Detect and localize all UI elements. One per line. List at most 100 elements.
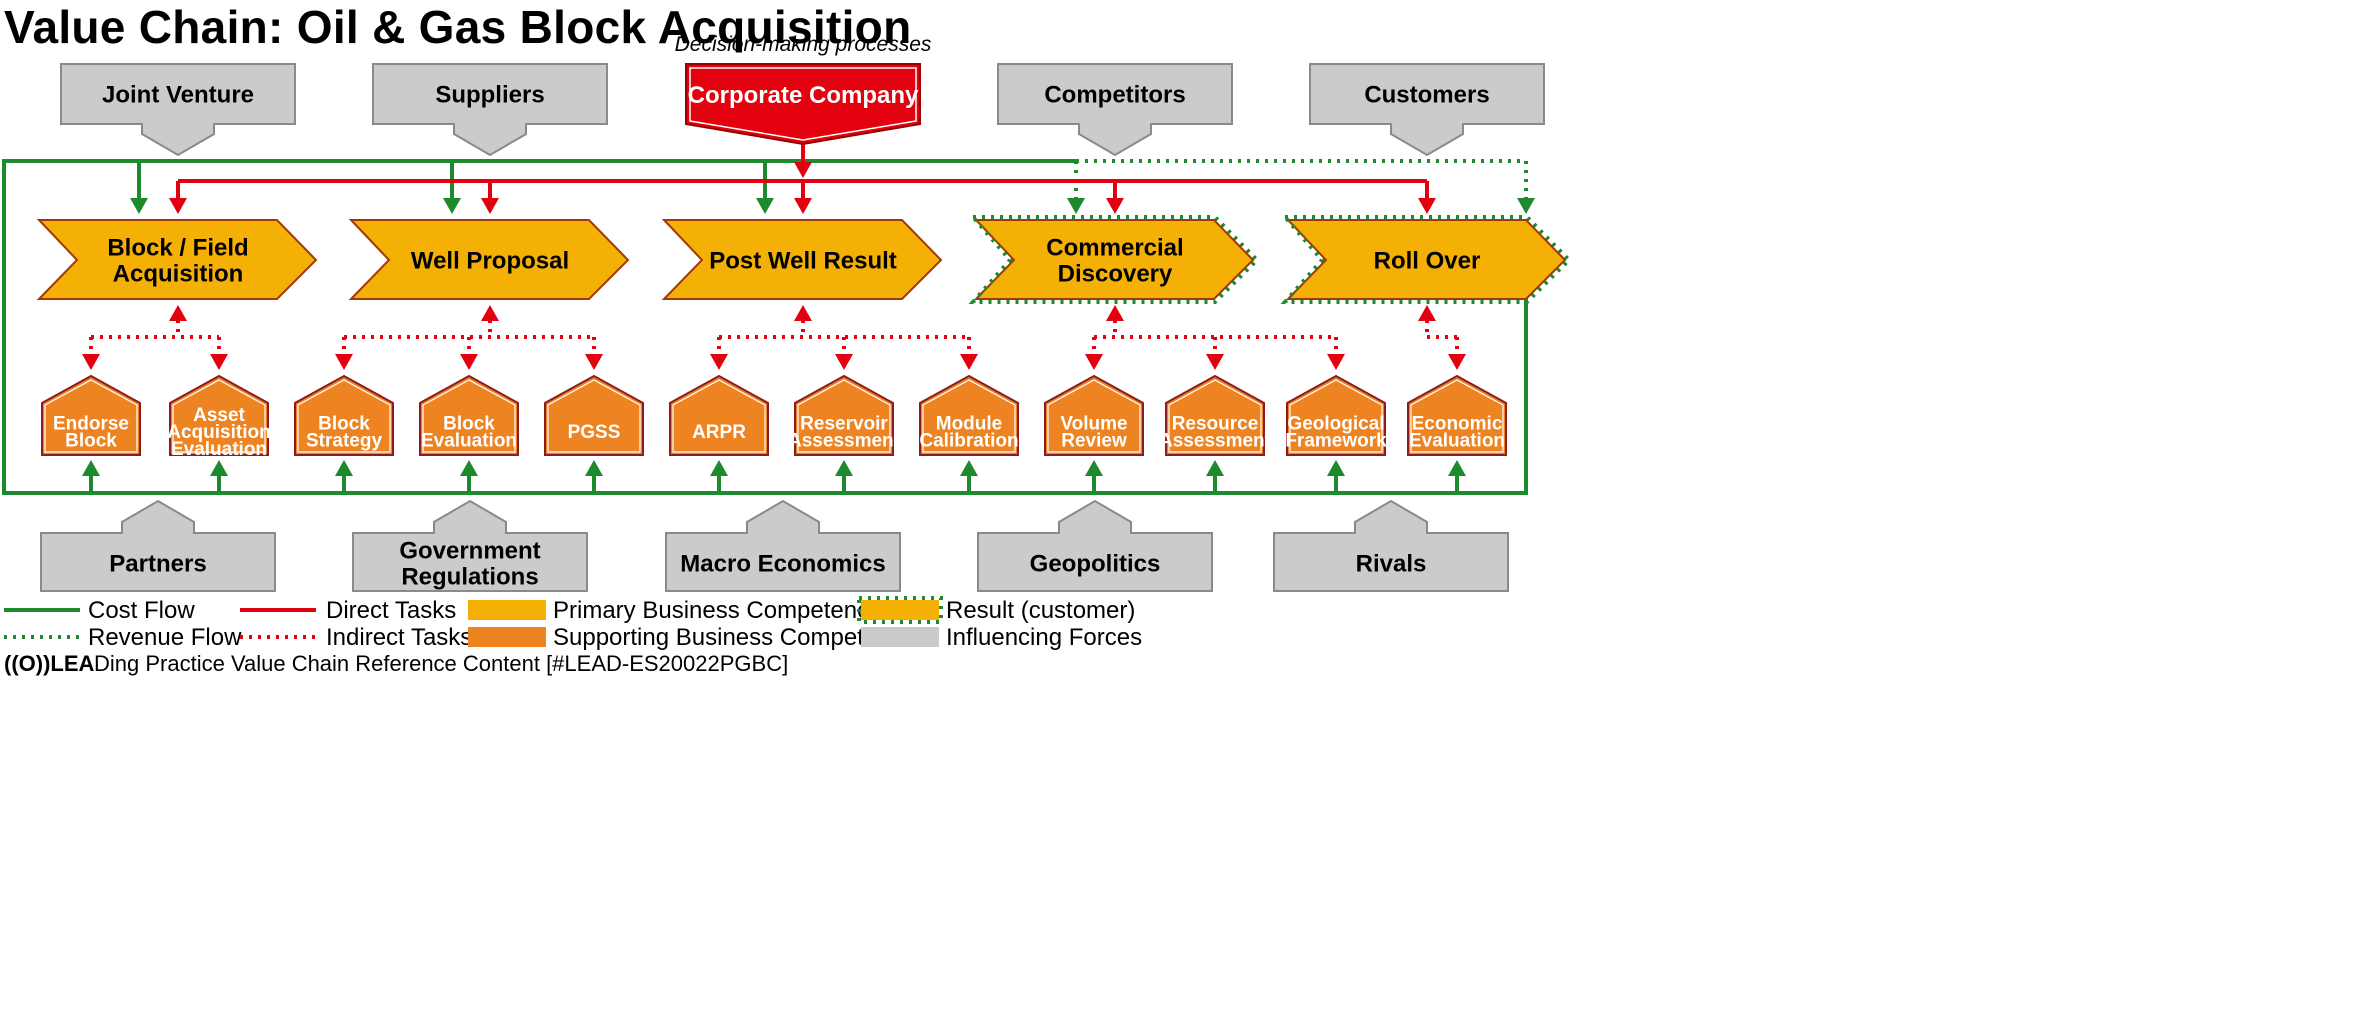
supporting-competency-inner — [297, 379, 391, 453]
direct-task-arrow — [1418, 198, 1436, 214]
legend-label: Result (customer) — [946, 597, 1135, 624]
cost-flow-arrow — [1448, 460, 1466, 476]
legend-label: Direct Tasks — [326, 597, 456, 624]
result-dotted-border — [1280, 215, 1572, 304]
force-label: Rivals — [1356, 551, 1427, 578]
supporting-competency-house — [544, 374, 644, 456]
influencing-force-callout — [40, 499, 276, 592]
influencing-force-callout — [372, 63, 608, 157]
flow-lines — [2, 130, 1535, 495]
force-label: Competitors — [1044, 82, 1185, 109]
supporting-competency-house — [1044, 374, 1144, 456]
supporting-competency-inner — [547, 379, 641, 453]
supporting-competency-house — [669, 374, 769, 456]
supporting-competency-inner — [672, 379, 766, 453]
indirect-task-arrow — [1206, 354, 1224, 370]
indirect-task-arrow — [710, 354, 728, 370]
supporting-competency-label: Reservoir — [800, 413, 888, 434]
shapes: Joint Venture Suppliers Competitors Custome… — [36, 33, 1572, 592]
supporting-competency-label: Asset — [193, 405, 245, 426]
supporting-competency-label: Evaluation — [171, 439, 267, 460]
direct-task-arrow — [1106, 198, 1124, 214]
supporting-competency-label: Geological — [1287, 413, 1384, 434]
influencing-force-callout — [1309, 63, 1545, 157]
cost-flow-arrow — [1327, 460, 1345, 476]
cost-flow-arrow — [710, 460, 728, 476]
supporting-competency-label: Resource — [1172, 413, 1259, 434]
cost-flow-arrow — [960, 460, 978, 476]
cost-flow-arrow — [335, 460, 353, 476]
indirect-task-arrow — [335, 354, 353, 370]
cost-flow-arrow — [835, 460, 853, 476]
supporting-competency-label: Economic — [1412, 413, 1503, 434]
primary-process-label: Discovery — [1058, 261, 1173, 288]
legend-swatch — [861, 627, 939, 647]
supporting-competency-label: Evaluation — [1409, 430, 1505, 451]
primary-process-label: Roll Over — [1374, 248, 1481, 275]
cost-flow-arrow — [82, 460, 100, 476]
force-label: Suppliers — [435, 82, 544, 109]
indirect-task-arrow — [835, 354, 853, 370]
legend-label: Indirect Tasks — [326, 624, 472, 651]
force-label: Macro Economics — [680, 551, 885, 578]
revenue-arrow — [1517, 198, 1535, 214]
supporting-competency-label: Assessment — [1159, 430, 1272, 451]
footer-reference-text: Ding Practice Value Chain Reference Cont… — [94, 651, 788, 676]
supporting-competency-label: Volume — [1060, 413, 1127, 434]
influencing-force-callout — [665, 499, 901, 592]
force-label: Regulations — [401, 564, 538, 591]
force-label: Joint Venture — [102, 82, 254, 109]
supporting-competency-label: Strategy — [306, 430, 382, 451]
influencing-force-callout — [60, 63, 296, 157]
indirect-task-arrow — [460, 354, 478, 370]
supporting-competency-label: Evaluation — [421, 430, 517, 451]
indirect-task-arrow — [82, 354, 100, 370]
force-label: Customers — [1364, 82, 1489, 109]
indirect-task-arrow — [210, 354, 228, 370]
corporate-company-label: Corporate Company — [688, 82, 919, 109]
cost-flow-arrow — [585, 460, 603, 476]
revenue-arrow — [1067, 198, 1085, 214]
supporting-competency-label: Framework — [1285, 430, 1387, 451]
cost-flow-arrow — [756, 198, 774, 214]
cost-flow-arrow — [130, 198, 148, 214]
supporting-competency-label: Calibration — [919, 430, 1018, 451]
supporting-competency-inner — [922, 379, 1016, 453]
indirect-task-arrow — [1418, 305, 1436, 321]
influencing-force-callout — [997, 63, 1233, 157]
primary-process-chevron — [36, 219, 318, 300]
supporting-competency-inner — [44, 379, 138, 453]
supporting-competency-inner — [422, 379, 516, 453]
revenue-flow-line — [1076, 159, 1528, 205]
indirect-task-arrow — [1448, 354, 1466, 370]
supporting-competency-inner — [1410, 379, 1504, 453]
supporting-competency-house — [1165, 374, 1265, 456]
supporting-competency-label: Assessment — [788, 430, 901, 451]
legend-label: Influencing Forces — [946, 624, 1142, 651]
cost-flow-arrow — [443, 198, 461, 214]
indirect-task-arrow — [169, 305, 187, 321]
decision-making-label: Decision-making processes — [675, 33, 932, 56]
supporting-competency-label: ARPR — [692, 422, 746, 443]
force-label: Geopolitics — [1030, 551, 1161, 578]
primary-process-chevron — [661, 219, 943, 300]
corporate-company-inner — [689, 67, 917, 141]
direct-task-arrow — [481, 198, 499, 214]
supporting-competency-house — [294, 374, 394, 456]
primary-process-label: Commercial — [1046, 235, 1183, 262]
supporting-competency-inner — [797, 379, 891, 453]
indirect-task-arrow — [1085, 354, 1103, 370]
influencing-force-callout — [977, 499, 1213, 592]
supporting-competency-label: PGSS — [568, 422, 621, 443]
primary-process-label: Block / Field — [107, 235, 248, 262]
legend-label: Primary Business Competencies — [553, 597, 900, 624]
supporting-competency-label: Endorse — [53, 413, 129, 434]
supporting-competency-house — [1286, 374, 1386, 456]
direct-task-arrow — [794, 198, 812, 214]
legend-swatch — [468, 627, 546, 647]
supporting-competency-label: Block — [318, 413, 370, 434]
indirect-task-arrow — [960, 354, 978, 370]
indirect-task-arrow — [1106, 305, 1124, 321]
supporting-competency-label: Review — [1061, 430, 1127, 451]
